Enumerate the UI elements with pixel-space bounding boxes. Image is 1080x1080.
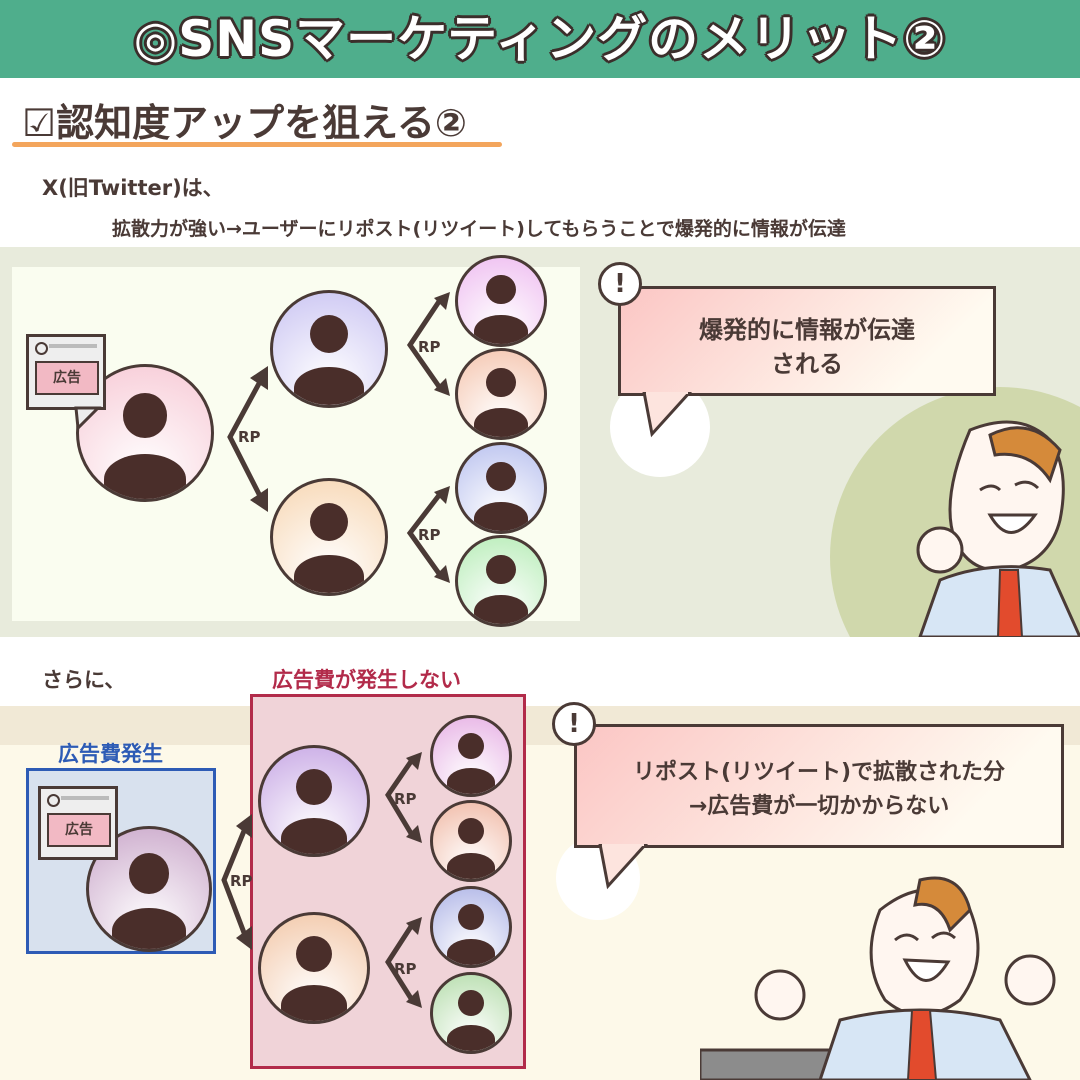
header-bar (0, 0, 1080, 78)
exclamation-icon: ! (552, 702, 596, 746)
free-box-title: 広告費が発生しない (272, 668, 461, 692)
bubble-line: 爆発的に情報が伝達 (699, 316, 915, 344)
character-illustration (700, 876, 1056, 1080)
avatar-dot-icon (35, 342, 48, 355)
rp-label: RP (394, 790, 417, 808)
avatar (455, 255, 547, 347)
ad-label: 広告 (47, 813, 111, 847)
bubble-line: される (771, 350, 843, 378)
rp-label: RP (418, 338, 441, 356)
avatar (430, 972, 512, 1054)
bubble-line: →広告費が一切かからない (688, 794, 950, 819)
heading-underline (12, 142, 502, 147)
avatar (430, 800, 512, 882)
text-line (61, 796, 109, 800)
intro-text: X(旧Twitter)は、 (42, 176, 224, 200)
avatar (430, 886, 512, 968)
speech-bubble (618, 286, 996, 396)
page-title: ◎SNSマーケティングのメリット② (133, 10, 947, 68)
bubble-tail (642, 392, 693, 438)
rp-label: RP (394, 960, 417, 978)
rp-label: RP (418, 526, 441, 544)
ad-post-card: 広告 (26, 334, 106, 410)
text-line (49, 344, 97, 348)
avatar (270, 290, 388, 408)
avatar (430, 715, 512, 797)
intro-text: さらに、 (42, 668, 126, 692)
repost-arrows (227, 292, 450, 583)
ad-label: 広告 (35, 361, 99, 395)
avatar (258, 745, 370, 857)
card-tail (74, 406, 102, 430)
ad-post-card: 広告 (38, 786, 118, 860)
bubble-tail (598, 844, 649, 890)
avatar-dot-icon (47, 794, 60, 807)
exclamation-icon: ! (598, 262, 642, 306)
avatar (455, 348, 547, 440)
avatar (455, 442, 547, 534)
avatar (455, 535, 547, 627)
avatar (258, 912, 370, 1024)
cost-box-title: 広告費発生 (58, 742, 163, 766)
detail-text: 拡散力が強い→ユーザーにリポスト(リツイート)してもらうことで爆発的に情報が伝達 (112, 218, 846, 240)
rp-label: RP (238, 428, 261, 446)
bubble-line: リポスト(リツイート)で拡散された分 (632, 760, 1006, 785)
section-heading: ☑認知度アップを狙える② (22, 101, 468, 145)
rp-label: RP (230, 872, 253, 890)
character-illustration (916, 420, 1080, 637)
speech-bubble (574, 724, 1064, 848)
avatar (270, 478, 388, 596)
